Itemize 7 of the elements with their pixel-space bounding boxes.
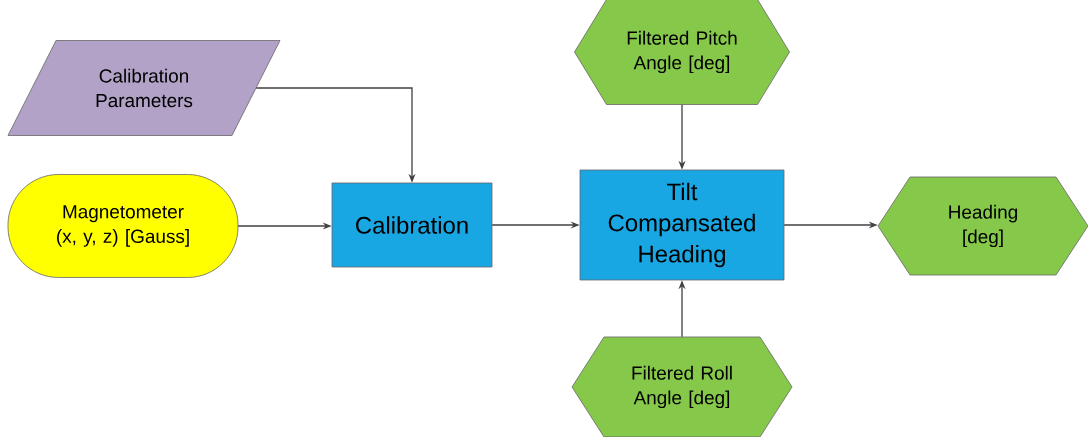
terminal-box: Magnetometer (x, y, z) [Gauss] [7, 174, 239, 278]
parallelogram-box: Calibration Parameters [7, 40, 281, 136]
hexagon-box: Heading [deg] [877, 176, 1088, 276]
hexagon-box: Filtered Pitch Angle [deg] [574, 0, 790, 105]
hexagon-box: Filtered Roll Angle [deg] [571, 336, 793, 437]
process-box: Calibration [331, 182, 493, 268]
process-box: Tilt Compansated Heading [579, 169, 785, 281]
